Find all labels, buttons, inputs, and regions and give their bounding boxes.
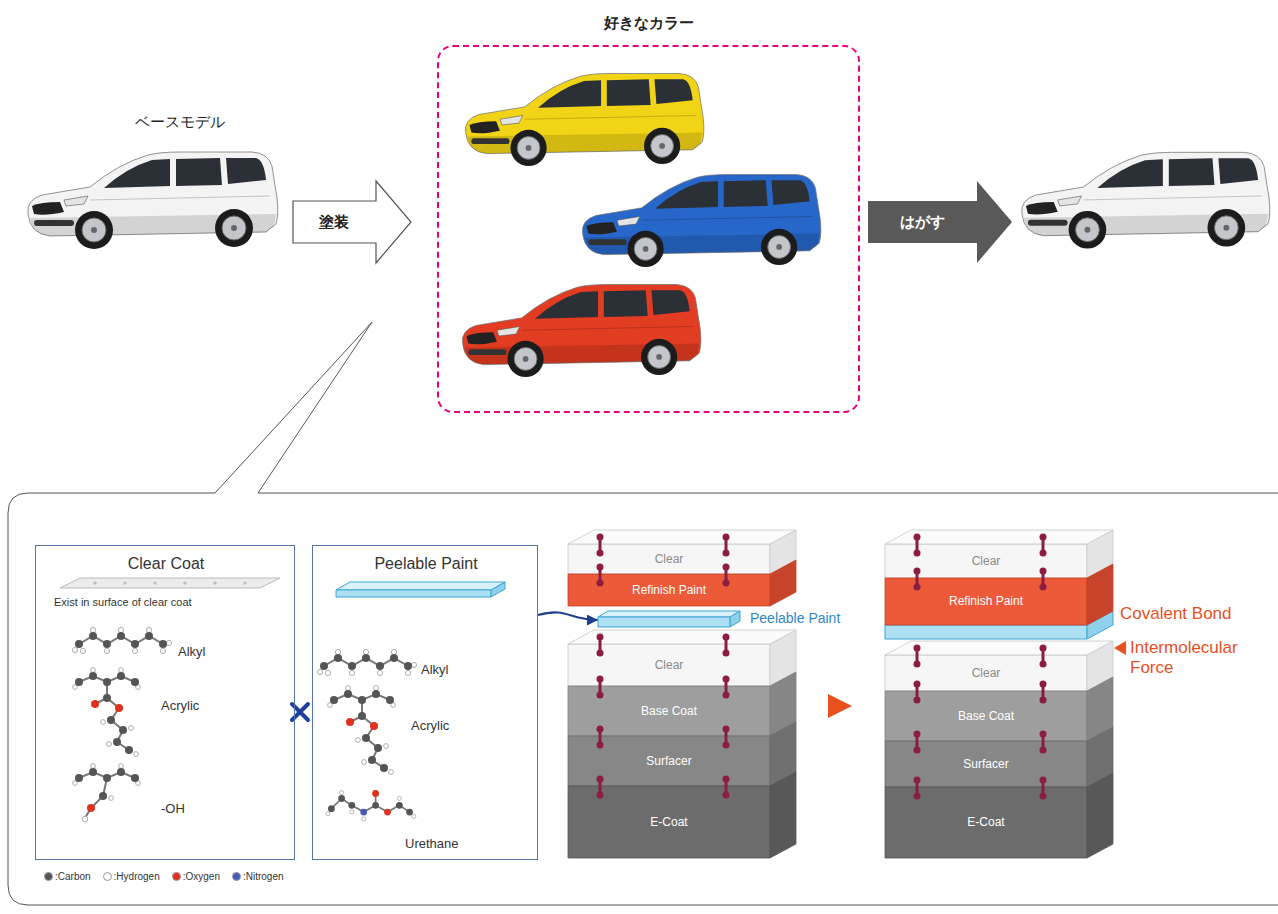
- bond-label: Intermolecular Force: [1130, 638, 1275, 679]
- block-arrow: 塗装: [292, 180, 412, 264]
- molecule-box: Clear CoatExist in surface of clear coat…: [35, 545, 295, 860]
- arrow-label: はがす: [867, 201, 977, 243]
- molecule-box: Peelable PaintAlkylAcrylicUrethane: [312, 545, 538, 860]
- layer-label: E-Coat: [568, 786, 770, 858]
- molecule-label: Urethane: [405, 836, 458, 852]
- molecule-label: -OH: [161, 801, 185, 817]
- model-label: ベースモデル: [100, 113, 260, 131]
- bond-label: Covalent Bond: [1120, 604, 1232, 624]
- peelable-slab: Peelable Paint: [598, 611, 843, 629]
- legend-text: :Carbon: [55, 871, 91, 882]
- paint-layer: E-Coat: [568, 772, 796, 858]
- paint-layer: E-Coat: [885, 773, 1113, 858]
- legend-item: :Oxygen: [172, 871, 220, 882]
- box-title: Clear Coat: [36, 554, 296, 573]
- box-title: Peelable Paint: [313, 554, 539, 573]
- slab-label: Peelable Paint: [750, 610, 840, 627]
- legend-swatch: [44, 872, 53, 881]
- molecule-label: Alkyl: [421, 662, 448, 678]
- box-heading: 好きなカラー: [439, 14, 858, 32]
- molecule-label: Exist in surface of clear coat: [54, 596, 192, 609]
- layer-label: E-Coat: [885, 787, 1087, 858]
- molecule-label: Acrylic: [411, 718, 449, 734]
- legend-item: :Nitrogen: [232, 871, 284, 882]
- legend-swatch: [103, 872, 112, 881]
- paint-layer: Refinish Paint: [885, 564, 1113, 625]
- legend-item: :Carbon: [44, 871, 91, 882]
- legend-text: :Nitrogen: [243, 871, 284, 882]
- arrow-label: 塗装: [292, 201, 376, 243]
- molecule-label: Alkyl: [178, 644, 205, 660]
- layer-label: Refinish Paint: [568, 574, 770, 606]
- legend: :Carbon :Hydrogen :Oxygen :Nitrogen: [44, 871, 296, 882]
- legend-swatch: [232, 872, 241, 881]
- paint-layer: Refinish Paint: [568, 560, 796, 606]
- molecule-label: Acrylic: [161, 698, 199, 714]
- legend-swatch: [172, 872, 181, 881]
- legend-text: :Oxygen: [183, 871, 220, 882]
- connector-arrow: [538, 612, 598, 620]
- block-arrow: はがす: [867, 180, 1013, 264]
- color-options-box: 好きなカラー: [437, 45, 860, 413]
- legend-text: :Hydrogen: [114, 871, 160, 882]
- legend-item: :Hydrogen: [103, 871, 160, 882]
- layer-label: Refinish Paint: [885, 578, 1087, 625]
